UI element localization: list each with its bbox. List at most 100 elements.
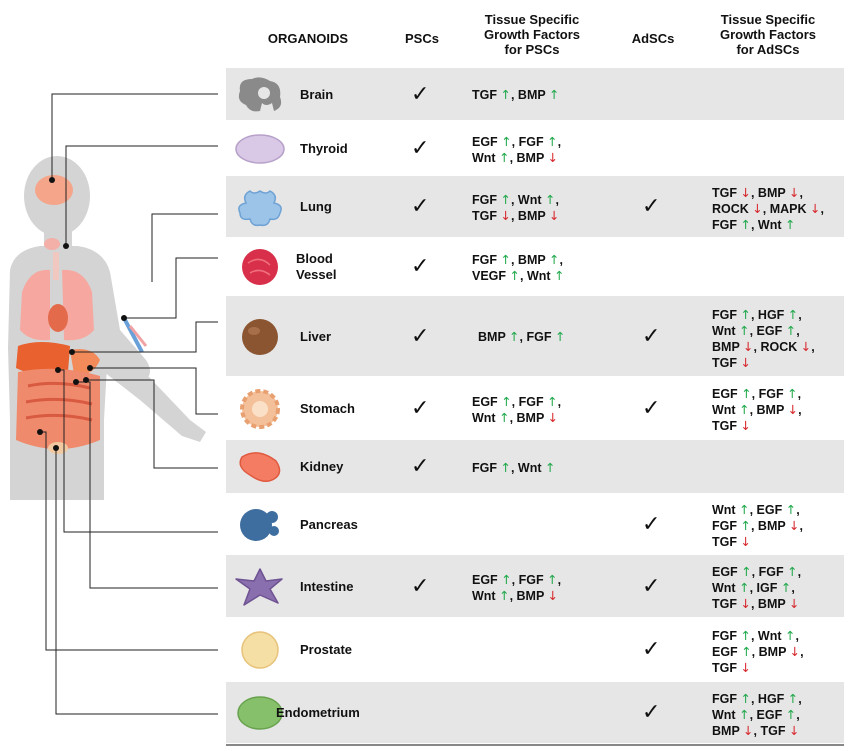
human-body-illustration: [8, 156, 206, 500]
down-arrow-icon: ↓: [547, 149, 559, 165]
growth-factor-name: HGF: [757, 691, 785, 706]
growth-factor-line: Wnt ↑, EGF ↑,: [712, 502, 800, 517]
psc-check-icon: ✓: [411, 81, 430, 107]
up-arrow-icon: ↑: [785, 502, 797, 517]
growth-factor-name: EGF: [712, 387, 738, 401]
intestine-organoid-icon: [235, 567, 283, 606]
growth-factor-name: FGF: [518, 134, 544, 149]
up-arrow-icon: ↑: [787, 690, 799, 706]
growth-factor-name: BMP: [712, 339, 740, 354]
down-arrow-icon: ↓: [810, 200, 821, 216]
up-arrow-icon: ↑: [547, 393, 558, 409]
organoid-name-line: Lung: [300, 199, 332, 214]
growth-factor-name: Wnt: [712, 581, 736, 595]
growth-factor-name: FGF: [472, 460, 497, 475]
down-arrow-icon: ↓: [788, 184, 800, 200]
liver-organoid-icon: [242, 318, 278, 355]
growth-factor-name: TGF: [712, 185, 737, 200]
down-arrow-icon: ↓: [740, 534, 751, 549]
header-pscs: PSCs: [405, 31, 439, 46]
psc-growth-factors: EGF ↑, FGF ↑,Wnt ↑, BMP ↓: [472, 394, 561, 426]
up-arrow-icon: ↑: [547, 133, 558, 149]
growth-factor-name: BMP: [478, 330, 506, 344]
growth-factor-name: IGF: [756, 581, 778, 595]
up-arrow-icon: ↑: [785, 627, 796, 643]
organoid-name-line: Brain: [300, 86, 334, 102]
brain-organoid-icon: [238, 76, 282, 111]
growth-factor-line: EGF ↑, FGF ↑,: [472, 571, 562, 587]
psc-check-icon: ✓: [411, 454, 430, 479]
growth-factor-name: Wnt: [526, 269, 551, 283]
psc-check-icon: ✓: [411, 194, 430, 219]
growth-factor-line: BMP ↓, TGF ↓: [712, 722, 800, 738]
up-arrow-icon: ↑: [740, 690, 751, 706]
organoid-name-line: Endometrium: [276, 705, 360, 720]
growth-factor-name: FGF: [712, 519, 737, 533]
organoid-name: Prostate: [300, 642, 410, 658]
growth-factor-line: FGF ↑, BMP ↓,: [712, 518, 803, 533]
down-arrow-icon: ↓: [788, 722, 800, 738]
growth-factor-name: TGF: [760, 723, 786, 738]
up-arrow-icon: ↑: [509, 268, 521, 283]
growth-factor-line: BMP ↓, ROCK ↓,: [712, 338, 815, 354]
growth-factor-line: TGF ↓, BMP ↓,: [712, 184, 803, 200]
adsc-growth-factors: FGF ↑, Wnt ↑,EGF ↑, BMP ↓,TGF ↓: [712, 628, 804, 676]
stomach-organoid-icon: [240, 388, 280, 429]
up-arrow-icon: ↑: [787, 306, 799, 322]
up-arrow-icon: ↑: [499, 409, 510, 425]
growth-factor-name: Wnt: [757, 628, 782, 643]
organoid-name: Lung: [300, 199, 410, 215]
organoid-name-line: Liver: [300, 328, 332, 344]
growth-factor-name: VEGF: [472, 269, 507, 283]
growth-factor-name: Wnt: [472, 410, 496, 425]
organoid-name: Endometrium: [276, 705, 386, 721]
growth-factor-name: EGF: [472, 394, 498, 409]
growth-factor-name: BMP: [712, 723, 740, 738]
table-row: [226, 555, 844, 617]
organoid-name: Kidney: [300, 459, 410, 475]
growth-factor-name: TGF: [472, 88, 497, 102]
kidney-organoid-icon: [239, 452, 281, 482]
down-arrow-icon: ↓: [548, 208, 560, 223]
growth-factor-line: VEGF ↑, Wnt ↑: [472, 268, 565, 283]
growth-factor-line: Wnt ↑, BMP ↓: [472, 149, 559, 165]
growth-factor-line: TGF ↓: [712, 660, 804, 676]
psc-check-icon: ✓: [411, 395, 430, 421]
growth-factor-line: TGF ↓: [712, 355, 815, 371]
psc-growth-factors: FGF ↑, Wnt ↑,TGF ↓, BMP ↓: [472, 192, 559, 224]
growth-factor-name: Wnt: [712, 503, 736, 517]
growth-factor-line: Wnt ↑, BMP ↓,: [712, 402, 802, 417]
up-arrow-icon: ↑: [739, 402, 750, 417]
adsc-growth-factors: Wnt ↑, EGF ↑,FGF ↑, BMP ↓,TGF ↓: [712, 502, 803, 550]
growth-factor-name: BMP: [758, 644, 787, 659]
adsc-growth-factors: EGF ↑, FGF ↑,Wnt ↑, IGF ↑,TGF ↓, BMP ↓: [712, 564, 801, 612]
down-arrow-icon: ↓: [787, 402, 799, 417]
growth-factor-line: TGF ↑, BMP ↑: [472, 87, 560, 102]
psc-growth-factors: TGF ↑, BMP ↑: [472, 87, 559, 103]
up-arrow-icon: ↑: [741, 643, 752, 659]
up-arrow-icon: ↑: [780, 580, 792, 595]
organoid-name-line: Blood: [296, 251, 333, 266]
psc-growth-factors: EGF ↑, FGF ↑,Wnt ↑, BMP ↓: [472, 572, 561, 604]
growth-factor-name: BMP: [516, 410, 545, 425]
growth-factor-name: FGF: [712, 307, 737, 322]
up-arrow-icon: ↑: [509, 329, 520, 344]
adsc-check-icon: ✓: [642, 323, 661, 349]
growth-factor-line: FGF ↑, HGF ↑,: [712, 690, 802, 706]
header-adscs: AdSCs: [631, 31, 675, 46]
growth-factor-line: EGF ↑, BMP ↓,: [712, 643, 804, 659]
growth-factor-name: BMP: [757, 185, 786, 200]
growth-factor-name: BMP: [516, 588, 545, 603]
growth-factor-name: BMP: [517, 88, 546, 102]
up-arrow-icon: ↑: [739, 706, 750, 722]
organoid-name: Brain: [300, 87, 410, 103]
organoid-name-line: Vessel: [296, 267, 337, 282]
header-gf-pscs: Tissue Specific Growth Factors for PSCs: [483, 12, 581, 57]
down-arrow-icon: ↓: [788, 596, 800, 611]
adsc-check-icon: ✓: [642, 573, 661, 599]
down-arrow-icon: ↓: [789, 643, 801, 659]
growth-factor-name: BMP: [517, 209, 546, 223]
up-arrow-icon: ↑: [741, 386, 752, 401]
